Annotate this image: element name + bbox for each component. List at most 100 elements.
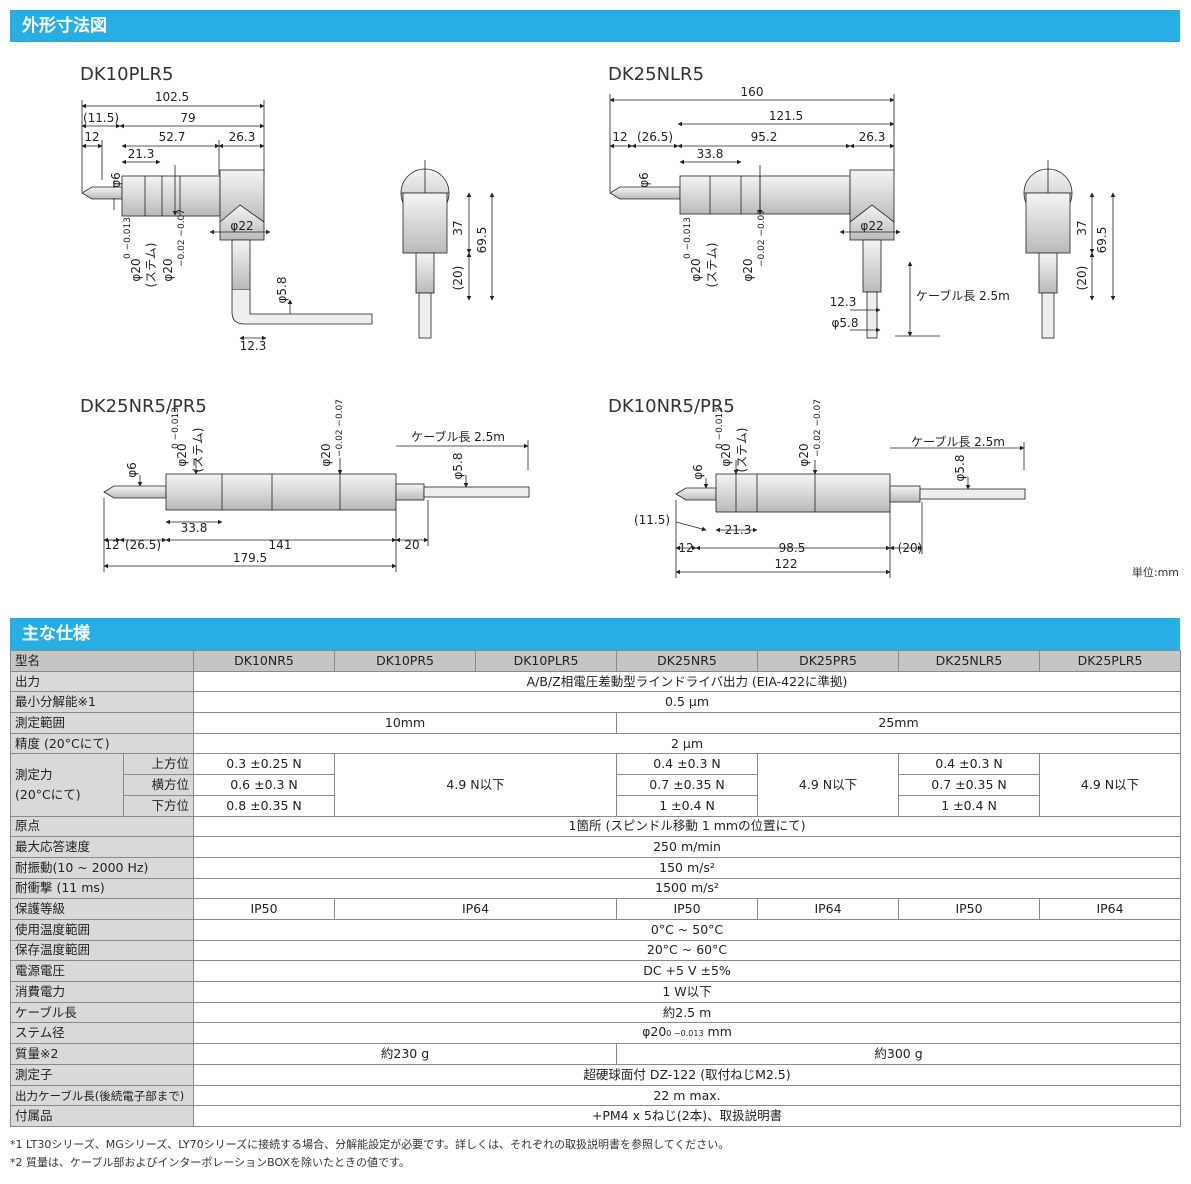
stem-label: φ20 bbox=[161, 258, 175, 281]
footnote-2: *2 質量は、ケーブル部およびインターポレーションBOXを除いたときの値です。 bbox=[10, 1156, 410, 1169]
footnote-1: *1 LT30シリーズ、MGシリーズ、LY70シリーズに接続する場合、分解能設定… bbox=[10, 1138, 730, 1151]
stem-label: (ステム) bbox=[144, 242, 158, 287]
table-row: 付属品 +PM4 x 5ねじ(2本)、取扱説明書 bbox=[9, 1105, 1182, 1128]
dimension-label: 33.8 bbox=[697, 147, 724, 161]
stem-label: φ20 bbox=[719, 443, 733, 466]
table-row: 出力ケーブル長(後続電子部まで) 22 m max. bbox=[9, 1084, 1182, 1107]
dimension-label: 37 bbox=[1075, 220, 1089, 235]
dimension-label: ケーブル長 2.5m bbox=[911, 434, 1005, 449]
dimension-label: 20 bbox=[404, 538, 419, 552]
table-row: 使用温度範囲 0°C ~ 50°C bbox=[9, 918, 1182, 941]
dimension-label: φ5.8 bbox=[832, 316, 859, 330]
stem-label: 0 −0.013 bbox=[171, 407, 181, 449]
stem-label: 0 −0.013 bbox=[715, 407, 725, 449]
dimension-label: (11.5) bbox=[83, 111, 119, 125]
dimension-label: φ6 bbox=[125, 462, 139, 478]
dimension-label: φ6 bbox=[691, 464, 705, 480]
table-row: 測定力 (20°Cにて) 上方位 0.3 ±0.25 N 4.9 N以下 0.4… bbox=[10, 753, 1182, 817]
dimension-label: φ5.8 bbox=[275, 277, 289, 304]
dimension-label: 69.5 bbox=[1095, 227, 1109, 254]
dimension-label: 179.5 bbox=[233, 551, 267, 565]
dimension-label: 98.5 bbox=[779, 541, 806, 555]
stem-label: (ステム) bbox=[735, 427, 749, 472]
stem-label: φ20 bbox=[319, 443, 333, 466]
dimension-label: 12 bbox=[678, 541, 693, 555]
table-row: ケーブル長 約2.5 m bbox=[9, 1001, 1182, 1024]
table-row: 原点 1箇所 (スピンドル移動 1 mmの位置にて) bbox=[9, 815, 1182, 838]
header-dk10pr5: DK10PR5 bbox=[334, 650, 477, 672]
drawing-title: DK10PLR5 bbox=[80, 64, 173, 85]
table-row: 精度 (20°Cにて) 2 μm bbox=[9, 732, 1182, 755]
dimension-label: (20) bbox=[451, 266, 465, 291]
dimension-label: (26.5) bbox=[125, 538, 161, 552]
stem-label: (ステム) bbox=[191, 427, 205, 472]
cable-length-label: ケーブル長 2.5m bbox=[916, 288, 1010, 303]
stem-label: (ステム) bbox=[705, 242, 719, 287]
drawing-dk10plr5: DK10PLR5 bbox=[80, 64, 495, 341]
dimension-label: φ22 bbox=[230, 219, 253, 233]
dimension-label: 26.3 bbox=[229, 130, 256, 144]
dimension-label: φ6 bbox=[109, 172, 123, 188]
dimension-label: 160 bbox=[741, 85, 764, 99]
dimension-label: 12.3 bbox=[830, 295, 857, 309]
stem-label: φ20 bbox=[741, 258, 755, 281]
dimension-drawings: DK10PLR5 bbox=[80, 64, 1116, 578]
dimension-label: 79 bbox=[180, 111, 195, 125]
stem-label: 0 −0.013 bbox=[683, 217, 693, 259]
stem-label: φ20 bbox=[689, 258, 703, 281]
drawing-title: DK25NR5/PR5 bbox=[80, 396, 207, 417]
drawing-dk10nr5: DK10NR5/PR5 bbox=[608, 396, 1026, 578]
dimension-label: (11.5) bbox=[634, 513, 670, 527]
dimension-label: 12 bbox=[84, 130, 99, 144]
header-dk25nr5: DK25NR5 bbox=[616, 650, 759, 672]
dimension-label: (20) bbox=[898, 541, 923, 555]
stem-label: −0.02 −0.07 bbox=[757, 209, 767, 267]
table-row: 横方位 0.6 ±0.3 N 0.7 ±0.35 N 0.7 ±0.35 N bbox=[11, 774, 1181, 796]
drawing-title: DK10NR5/PR5 bbox=[608, 396, 735, 417]
table-header-row: 型名 DK10NR5 DK10PR5 DK10PLR5 DK25NR5 DK25… bbox=[9, 650, 1182, 672]
header-dk10plr5: DK10PLR5 bbox=[475, 650, 618, 672]
table-row: 耐振動(10 ~ 2000 Hz) 150 m/s² bbox=[9, 856, 1182, 879]
dimension-label: 12 bbox=[612, 130, 627, 144]
drawing-dk25nlr5: DK25NLR5 bbox=[608, 64, 1116, 339]
table-row: 耐衝撃 (11 ms) 1500 m/s² bbox=[9, 877, 1182, 900]
dimension-label: 26.3 bbox=[859, 130, 886, 144]
dimension-label: 69.5 bbox=[475, 227, 489, 254]
stem-label: −0.02 −0.07 bbox=[177, 209, 187, 267]
dimension-label: 122 bbox=[775, 557, 798, 571]
dimension-label: 52.7 bbox=[159, 130, 186, 144]
dimension-label: (20) bbox=[1075, 266, 1089, 291]
dimension-label: 33.8 bbox=[181, 521, 208, 535]
dimension-label: ケーブル長 2.5m bbox=[411, 429, 505, 444]
dimension-label: φ5.8 bbox=[953, 455, 967, 482]
drawing-dk25nr5: DK25NR5/PR5 bbox=[80, 396, 530, 572]
table-row: 保存温度範囲 20°C ~ 60°C bbox=[9, 939, 1182, 962]
stem-label: φ20 bbox=[797, 443, 811, 466]
table-row: 出力 A/B/Z相電圧差動型ラインドライバ出力 (EIA-422に準拠) bbox=[9, 670, 1182, 693]
spec-table: 型名 DK10NR5 DK10PR5 DK10PLR5 DK25NR5 DK25… bbox=[9, 650, 1182, 1128]
dimension-label: 141 bbox=[269, 538, 292, 552]
dimension-label: φ6 bbox=[637, 172, 651, 188]
specs-section-title: 主な仕様 bbox=[10, 618, 1180, 650]
header-dk25nlr5: DK25NLR5 bbox=[898, 650, 1041, 672]
drawing-title: DK25NLR5 bbox=[608, 64, 704, 85]
stem-label: φ20 bbox=[175, 443, 189, 466]
table-row: 測定子 超硬球面付 DZ-122 (取付ねじM2.5) bbox=[9, 1064, 1182, 1086]
dimension-label: 21.3 bbox=[128, 147, 155, 161]
dimension-label: φ22 bbox=[860, 219, 883, 233]
table-row: 最小分解能※1 0.5 μm bbox=[9, 691, 1182, 714]
table-row: 電源電圧 DC +5 V ±5% bbox=[9, 960, 1182, 982]
header-model: 型名 bbox=[9, 650, 195, 672]
table-row: 最大応答速度 250 m/min bbox=[9, 836, 1182, 858]
stem-label: φ20 bbox=[129, 258, 143, 281]
table-row: 測定範囲 10mm 25mm bbox=[9, 712, 1182, 734]
stem-label: −0.02 −0.07 bbox=[335, 399, 345, 457]
stem-label: 0 −0.013 bbox=[123, 217, 133, 259]
header-dk25pr5: DK25PR5 bbox=[757, 650, 900, 672]
stem-label: −0.02 −0.07 bbox=[813, 399, 823, 457]
dimension-label: (26.5) bbox=[637, 130, 673, 144]
table-row: 質量※2 約230 g 約300 g bbox=[9, 1043, 1182, 1066]
table-row: 保護等級 IP50 IP64 IP50 IP64 IP50 IP64 bbox=[9, 898, 1182, 920]
table-row: 消費電力 1 W以下 bbox=[9, 981, 1182, 1003]
